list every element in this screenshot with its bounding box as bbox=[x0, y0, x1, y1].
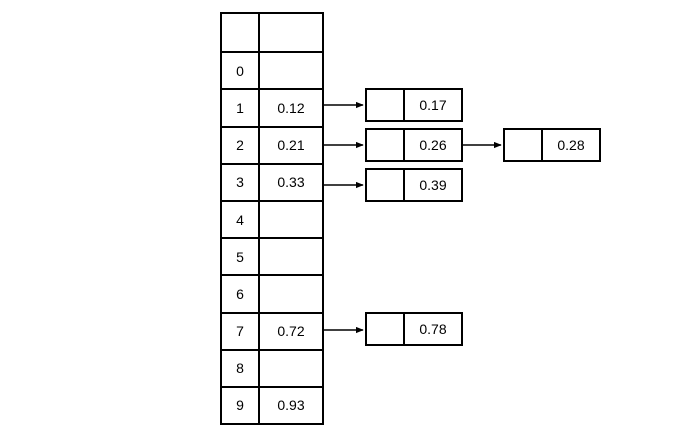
chain-node-pointer-cell bbox=[367, 90, 405, 120]
table-row bbox=[222, 14, 322, 52]
table-row: 1 0.12 bbox=[222, 88, 322, 126]
bucket-value-cell: 0.12 bbox=[277, 99, 305, 116]
chain-node: 0.39 bbox=[365, 168, 463, 202]
bucket-value-cell bbox=[260, 239, 322, 274]
bucket-value-cell: 0.21 bbox=[277, 137, 305, 154]
table-row: 6 bbox=[222, 274, 322, 312]
bucket-value-cell bbox=[260, 14, 322, 51]
chain-node: 0.17 bbox=[365, 88, 463, 122]
chain-node: 0.78 bbox=[365, 312, 463, 346]
bucket-value-cell: 0.33 bbox=[277, 174, 305, 191]
bucket-array: 0 1 0.12 2 0.21 3 0.33 4 5 6 7 bbox=[220, 12, 324, 426]
bucket-value-cell bbox=[260, 351, 322, 386]
chain-node-value-cell: 0.26 bbox=[419, 137, 447, 153]
table-row: 5 bbox=[222, 237, 322, 275]
chain-node: 0.28 bbox=[503, 128, 601, 162]
bucket-value-cell: 0.72 bbox=[277, 323, 305, 340]
bucket-index-cell: 5 bbox=[222, 239, 260, 275]
bucket-index-cell: 3 bbox=[222, 164, 260, 200]
chain-node-value-cell: 0.39 bbox=[419, 177, 447, 193]
chain-node-value-cell: 0.28 bbox=[557, 137, 585, 153]
bucket-value-cell: 0.93 bbox=[277, 397, 305, 414]
chain-node: 0.26 bbox=[365, 128, 463, 162]
table-row: 2 0.21 bbox=[222, 125, 322, 163]
chain-node-pointer-cell bbox=[367, 130, 405, 160]
bucket-value-cell bbox=[260, 53, 322, 88]
bucket-value-cell bbox=[260, 202, 322, 237]
table-row: 7 0.72 bbox=[222, 311, 322, 349]
bucket-value-cell bbox=[260, 276, 322, 311]
table-row: 4 bbox=[222, 199, 322, 238]
table-row: 8 bbox=[222, 348, 322, 386]
chain-node-value-cell: 0.17 bbox=[419, 97, 447, 113]
table-row: 3 0.33 bbox=[222, 162, 322, 200]
bucket-index-cell: 2 bbox=[222, 127, 260, 163]
bucket-index-cell: 7 bbox=[222, 313, 260, 349]
chain-node-pointer-cell bbox=[367, 170, 405, 200]
chain-node-pointer-cell bbox=[367, 314, 405, 344]
bucket-index-cell: 0 bbox=[222, 53, 260, 89]
bucket-index-cell: 1 bbox=[222, 90, 260, 126]
bucket-index-cell: 9 bbox=[222, 387, 260, 424]
table-row: 0 bbox=[222, 51, 322, 89]
chain-node-pointer-cell bbox=[505, 130, 543, 160]
bucket-index-cell: 4 bbox=[222, 201, 260, 238]
bucket-index-cell bbox=[222, 14, 260, 52]
chain-node-value-cell: 0.78 bbox=[419, 321, 447, 337]
table-row: 9 0.93 bbox=[222, 385, 322, 424]
bucket-index-cell: 6 bbox=[222, 276, 260, 312]
bucket-index-cell: 8 bbox=[222, 350, 260, 386]
